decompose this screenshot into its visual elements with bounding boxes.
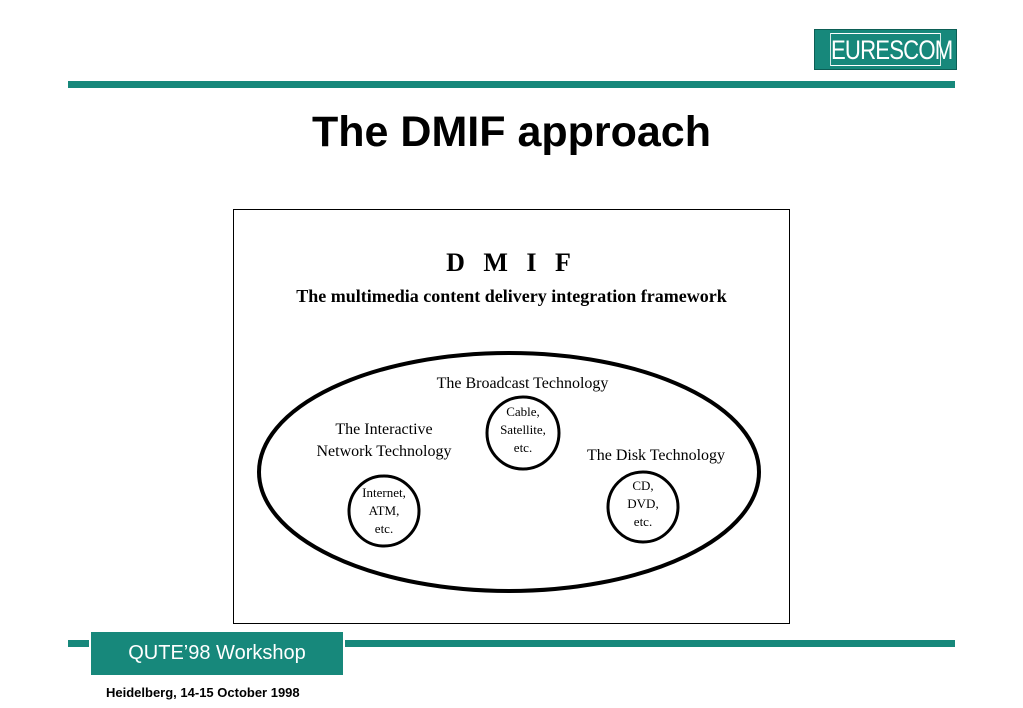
disk-circle [606, 470, 680, 544]
framework-ellipse [257, 351, 761, 593]
interactive-circle [347, 474, 421, 548]
broadcast-circle [485, 395, 561, 471]
disk-examples: CD, DVD, etc. [608, 477, 678, 531]
interactive-example: Internet, [362, 485, 406, 500]
interactive-examples: Internet, ATM, etc. [349, 484, 419, 538]
workshop-badge: QUTE’98 Workshop [89, 630, 345, 677]
broadcast-label: The Broadcast Technology [436, 375, 609, 392]
broadcast-example: Cable, [506, 404, 540, 419]
disk-label: The Disk Technology [586, 447, 726, 464]
broadcast-example: etc. [513, 440, 533, 455]
diagram-frame [233, 209, 790, 624]
interactive-example: ATM, [368, 503, 400, 518]
interactive-label-line: Network Technology [316, 443, 452, 460]
interactive-label-line: The Interactive [335, 421, 433, 438]
logo-text: EURESCOM [830, 33, 953, 66]
disk-example: etc. [633, 514, 653, 529]
dmif-subtitle: The multimedia content delivery integrat… [296, 286, 727, 306]
bottom-divider [68, 640, 955, 647]
footer-location-date: Heidelberg, 14-15 October 1998 [106, 685, 300, 700]
broadcast-examples: Cable, Satellite, etc. [487, 403, 559, 457]
slide-title: The DMIF approach [312, 108, 711, 156]
interactive-label: The Interactive Network Technology [290, 419, 478, 463]
broadcast-example: Satellite, [500, 422, 546, 437]
disk-example: DVD, [627, 496, 659, 511]
interactive-example: etc. [374, 521, 394, 536]
disk-example: CD, [632, 478, 654, 493]
eurescom-logo: EURESCOM [814, 29, 957, 70]
top-divider [68, 81, 955, 88]
dmif-heading: D M I F [446, 248, 577, 277]
